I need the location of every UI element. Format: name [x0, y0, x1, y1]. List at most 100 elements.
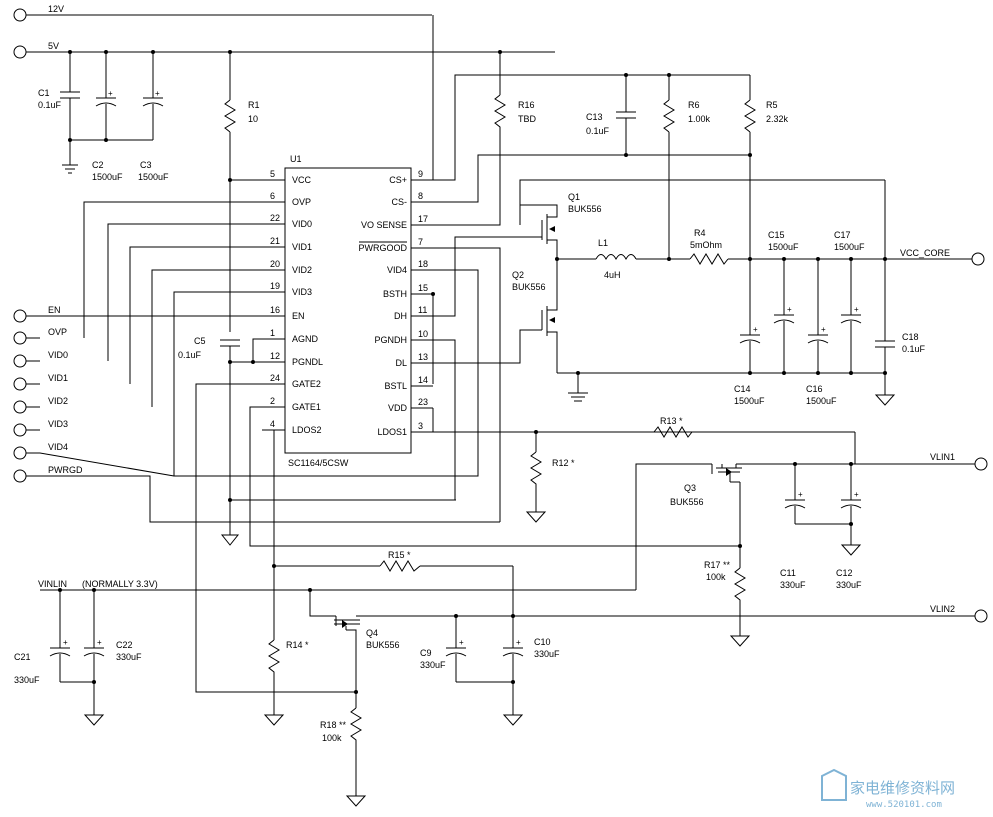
- ic-pin-vo-sense: 17 VO SENSE: [361, 214, 433, 230]
- svg-text:330uF: 330uF: [534, 649, 560, 659]
- terminal-ovp[interactable]: OVP: [13, 327, 67, 345]
- pin-name: VO SENSE: [361, 220, 407, 230]
- pin-name: VDD: [388, 403, 408, 413]
- ic-pin-cs-: 8CS-: [392, 191, 433, 207]
- svg-text:C17: C17: [834, 230, 851, 240]
- terminal-vid2[interactable]: VID2: [13, 396, 68, 414]
- pin-name: VID1: [292, 242, 312, 252]
- svg-text:C3: C3: [140, 160, 152, 170]
- pin-number: 17: [418, 214, 428, 224]
- svg-text:R1: R1: [248, 100, 260, 110]
- svg-text:C1: C1: [38, 88, 50, 98]
- terminal-en[interactable]: EN: [13, 305, 61, 323]
- pin-name: VID0: [292, 219, 312, 229]
- svg-text:1500uF: 1500uF: [834, 242, 865, 252]
- terminal-5v[interactable]: 5V: [13, 41, 555, 59]
- svg-text:+: +: [459, 638, 464, 647]
- terminal-12v[interactable]: 12V: [13, 4, 432, 22]
- svg-text:+: +: [821, 325, 826, 334]
- svg-text:12V: 12V: [48, 4, 64, 14]
- pin-name: VID2: [292, 265, 312, 275]
- pin-number: 2: [270, 396, 275, 406]
- svg-text:100k: 100k: [706, 572, 726, 582]
- svg-text:C10: C10: [534, 637, 551, 647]
- svg-text:EN: EN: [48, 305, 61, 315]
- ic-u1: U1 SC1164/5CSW: [284, 154, 412, 468]
- svg-text:C12: C12: [836, 568, 853, 578]
- svg-text:C22: C22: [116, 640, 133, 650]
- pin-name: CS-: [392, 197, 408, 207]
- svg-text:+: +: [753, 325, 758, 334]
- svg-text:家电维修资料网: 家电维修资料网: [850, 779, 955, 797]
- pin-name: LDOS1: [377, 427, 407, 437]
- pin-name: VID3: [292, 287, 312, 297]
- terminal-pwrgd[interactable]: PWRGD: [13, 465, 83, 483]
- svg-text:+: +: [63, 638, 68, 647]
- q2-mosfet: Q2 BUK556: [512, 259, 558, 373]
- svg-text:+: +: [854, 490, 859, 499]
- svg-text:Q3: Q3: [684, 483, 696, 493]
- svg-text:R12 *: R12 *: [552, 458, 575, 468]
- terminal-stubs: [26, 315, 40, 477]
- pin-number: 13: [418, 352, 428, 362]
- input-caps: C1 0.1uF + C2 1500uF + C3 1500uF: [38, 50, 169, 182]
- terminal-vid0[interactable]: VID0: [13, 350, 68, 368]
- svg-text:5mOhm: 5mOhm: [690, 240, 722, 250]
- svg-text:R13 *: R13 *: [660, 416, 683, 426]
- pin-number: 22: [270, 213, 280, 223]
- svg-text:C5: C5: [194, 336, 206, 346]
- svg-text:Q2: Q2: [512, 270, 524, 280]
- pin-number: 24: [270, 373, 280, 383]
- svg-text:C14: C14: [734, 384, 751, 394]
- pin-number: 14: [418, 375, 428, 385]
- pin-number: 6: [270, 191, 275, 201]
- svg-text:C15: C15: [768, 230, 785, 240]
- pin-number: 19: [270, 281, 280, 291]
- terminal-vid3[interactable]: VID3: [13, 419, 68, 437]
- sense-network: C13 0.1uF R6 1.00k R5 2.32k: [586, 73, 789, 261]
- pin-number: 18: [418, 259, 428, 269]
- svg-text:BUK556: BUK556: [670, 497, 704, 507]
- svg-text:1500uF: 1500uF: [806, 396, 837, 406]
- svg-text:R15 *: R15 *: [388, 550, 411, 560]
- svg-text:0.1uF: 0.1uF: [178, 350, 202, 360]
- svg-text:R6: R6: [688, 100, 700, 110]
- c5-cap: C5 0.1uF: [178, 336, 240, 546]
- svg-text:U1: U1: [290, 154, 302, 164]
- svg-text:4uH: 4uH: [604, 270, 621, 280]
- pin-number: 9: [418, 169, 423, 179]
- svg-text:VID3: VID3: [48, 419, 68, 429]
- svg-text:VLIN1: VLIN1: [930, 452, 955, 462]
- svg-text:2.32k: 2.32k: [766, 114, 789, 124]
- pin-number: 10: [418, 329, 428, 339]
- ic-left-pins: 5VCC6OVP22VID021VID120VID219VID316EN1AGN…: [262, 169, 323, 435]
- ldo1-section: R13 * R12 * Q3 BUK556 R17 ** 100k + +: [525, 416, 988, 647]
- svg-text:330uF: 330uF: [780, 580, 806, 590]
- pin-name: LDOS2: [292, 425, 322, 435]
- svg-text:R14 *: R14 *: [286, 640, 309, 650]
- pin-number: 15: [418, 283, 428, 293]
- svg-text:R18 **: R18 **: [320, 720, 347, 730]
- terminal-vid1[interactable]: VID1: [13, 373, 68, 391]
- svg-text:OVP: OVP: [48, 327, 67, 337]
- pin-number: 8: [418, 191, 423, 201]
- pin-number: 5: [270, 169, 275, 179]
- pin-number: 4: [270, 419, 275, 429]
- pin-name: VID4: [387, 265, 407, 275]
- svg-text:0.1uF: 0.1uF: [902, 344, 926, 354]
- r1-resistor: R1 10: [224, 50, 260, 332]
